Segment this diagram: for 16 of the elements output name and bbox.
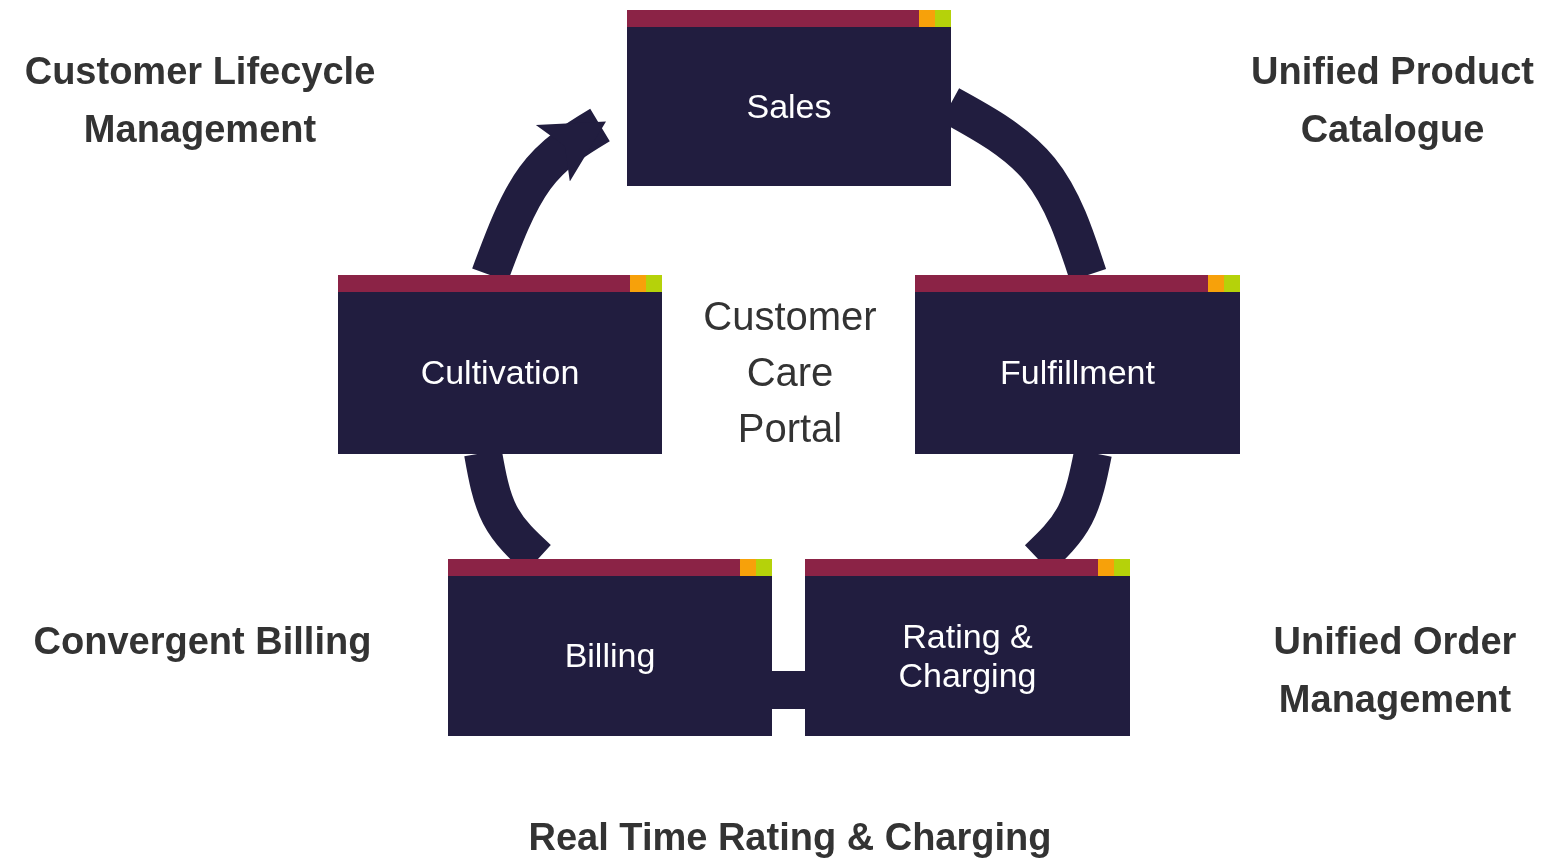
process-box xyxy=(338,275,662,454)
section-heading: Convergent Billing xyxy=(32,619,373,664)
process-box xyxy=(805,559,1130,736)
process-box xyxy=(915,275,1240,454)
process-box xyxy=(627,10,951,186)
box-label: Sales xyxy=(746,86,832,127)
section-heading: Unified Order Management xyxy=(1272,619,1518,722)
box-label: Cultivation xyxy=(420,353,580,393)
section-heading: Unified Product Catalogue xyxy=(1250,49,1535,152)
box-label: Rating & Charging xyxy=(897,616,1038,696)
center-label: Customer Care Portal xyxy=(702,293,878,452)
section-heading: Real Time Rating & Charging xyxy=(527,815,1053,858)
process-box xyxy=(448,559,772,736)
box-label: Billing xyxy=(564,636,656,676)
section-heading: Customer Lifecycle Management xyxy=(23,49,377,152)
box-label: Fulfillment xyxy=(1000,353,1155,393)
